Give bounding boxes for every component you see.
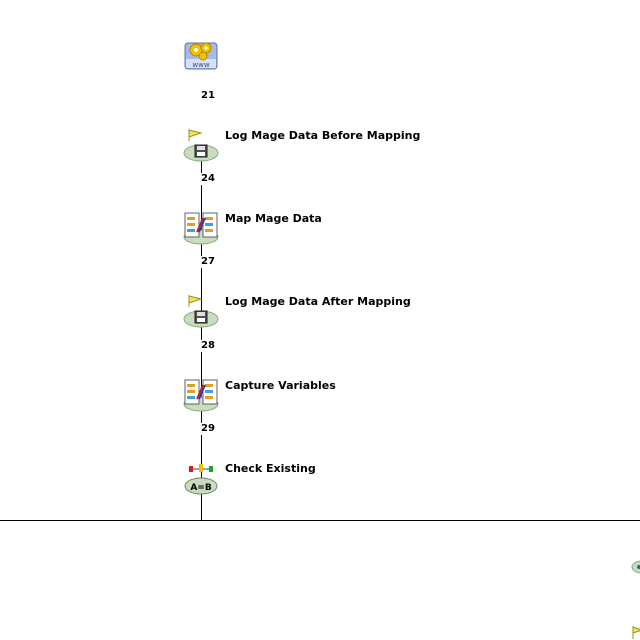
svg-text:www: www [192,61,209,69]
data-mapping-icon[interactable] [183,377,219,413]
data-mapping-icon[interactable] [183,210,219,246]
step-number: 21 [200,90,216,102]
step-number: 28 [200,340,216,352]
step-number: 27 [200,256,216,268]
compare-a-equals-b-icon[interactable]: A=B [183,460,219,496]
node-label: Log Mage Data Before Mapping [225,129,421,142]
log-flag-disk-icon[interactable] [183,293,219,329]
node-label: Log Mage Data After Mapping [225,295,411,308]
node-label: Map Mage Data [225,212,322,225]
log-flag-disk-icon[interactable] [183,127,219,163]
web-service-gear-icon[interactable]: www [183,37,219,73]
section-divider [0,520,640,521]
partial-node-icon[interactable] [630,558,640,576]
node-label: Capture Variables [225,379,336,392]
step-number: 24 [200,173,216,185]
step-number: 29 [200,423,216,435]
node-label: Check Existing [225,462,316,475]
svg-text:A=B: A=B [190,483,212,493]
partial-flag-icon[interactable] [630,625,640,640]
flow-connector [201,150,202,520]
